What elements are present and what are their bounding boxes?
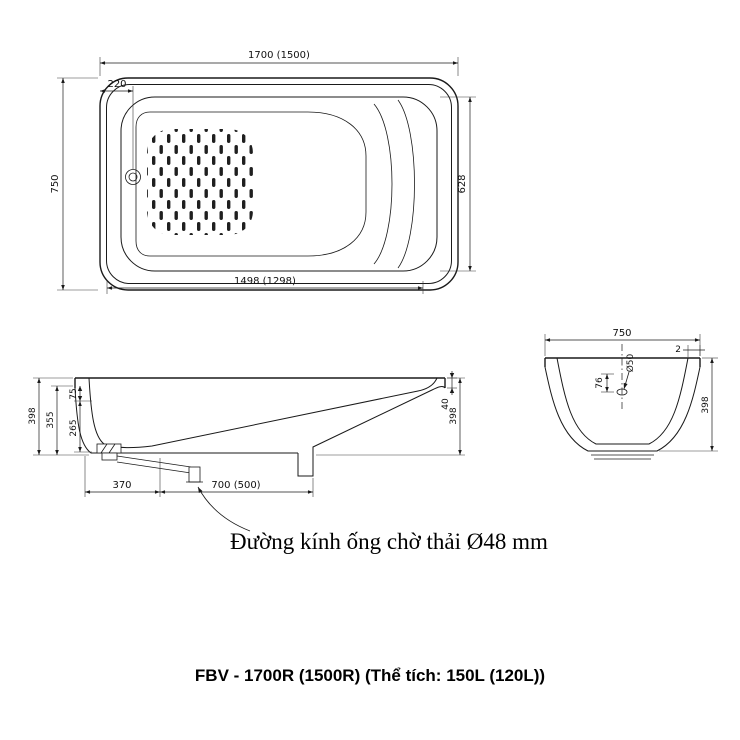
inner-profile [88,377,438,449]
dim-label-rim-edge: 2 [675,345,681,355]
drain-hole-section [616,388,628,396]
dim-inner-depth: 355 [46,385,73,455]
dim-drain-depth: 265 [69,401,92,453]
dim-label-inner-depth: 355 [46,411,56,428]
dim-label-drain-depth: 265 [69,419,79,436]
dim-overall-length: 1700 (1500) [99,50,459,76]
dim-label-height-right: 398 [449,407,459,424]
side-view-section: 398 355 75 265 40 [28,371,465,497]
waste-pipe-bottom [116,461,192,474]
dim-drain-position: 76 [595,373,614,393]
dim-height-right: 398 [316,377,465,456]
dim-label-drain-offset: 220 [107,79,126,90]
dim-label-rim-height: 40 [441,398,451,410]
dim-label-inner-length: 1498 (1298) [234,276,296,287]
tub-outer-rim [99,77,459,291]
dim-inner-length: 1498 (1298) [106,276,424,294]
model-caption: FBV - 1700R (1500R) (Thể tích: 150L (120… [195,666,545,685]
dim-label-drain-position: 76 [595,377,605,389]
dim-rim-edge: 2 [675,345,705,357]
dim-overflow-offset: 75 [69,386,92,402]
tub-rim-inner-edge [106,84,452,284]
end-outer-wall [544,366,701,452]
dim-label-overflow-offset: 75 [69,388,79,399]
basin-rim-outline [120,96,438,272]
dim-overall-width: 750 [50,77,98,291]
drain-note-text: Đường kính ống chờ thải Ø48 mm [230,529,548,554]
end-view-section: 750 2 Ø50 76 398 [544,328,718,460]
dim-label-overall-length: 1700 (1500) [248,50,310,61]
dim-label-drain-diameter: Ø50 [625,353,636,372]
drain-annotation: Đường kính ống chờ thải Ø48 mm [197,486,548,554]
dim-label-drain-span: 370 [112,480,131,491]
support-foot-and-slope [297,386,446,477]
drain-trap-body [96,443,122,454]
dim-label-height-left: 398 [28,407,38,424]
backrest-contour-1 [373,103,393,265]
backrest-contour-2 [397,99,415,269]
leader-line [197,486,251,532]
dim-rim-height: 40 [441,371,457,410]
drain-fitting [96,443,203,483]
drain-trap-base [101,452,118,461]
dim-label-overall-width: 750 [50,174,61,193]
drain-hole [125,169,141,185]
outer-wall-left-bottom [74,387,298,454]
drain-hole-inner [128,172,138,182]
top-view-plan: 1700 (1500) 220 750 628 1498 (1298) [50,50,476,294]
basin-floor-outline [135,111,367,257]
dim-label-end-width: 750 [612,328,631,339]
dim-end-height: 398 [659,357,718,452]
dim-label-end-height: 398 [701,396,711,413]
end-inner-wall [556,357,689,445]
dim-bottom-spans: 370 700 (500) [84,456,314,497]
dim-height-left: 398 [28,377,89,456]
dim-label-base-span: 700 (500) [211,480,260,491]
waste-outlet-stub [188,466,201,483]
waste-pipe-top [116,455,192,468]
dim-inner-width: 628 [440,96,476,272]
dim-label-inner-width: 628 [457,174,468,193]
antislip-pattern [147,129,253,235]
dim-drain-offset: 220 [100,79,134,169]
dim-drain-diameter: Ø50 [623,353,636,390]
